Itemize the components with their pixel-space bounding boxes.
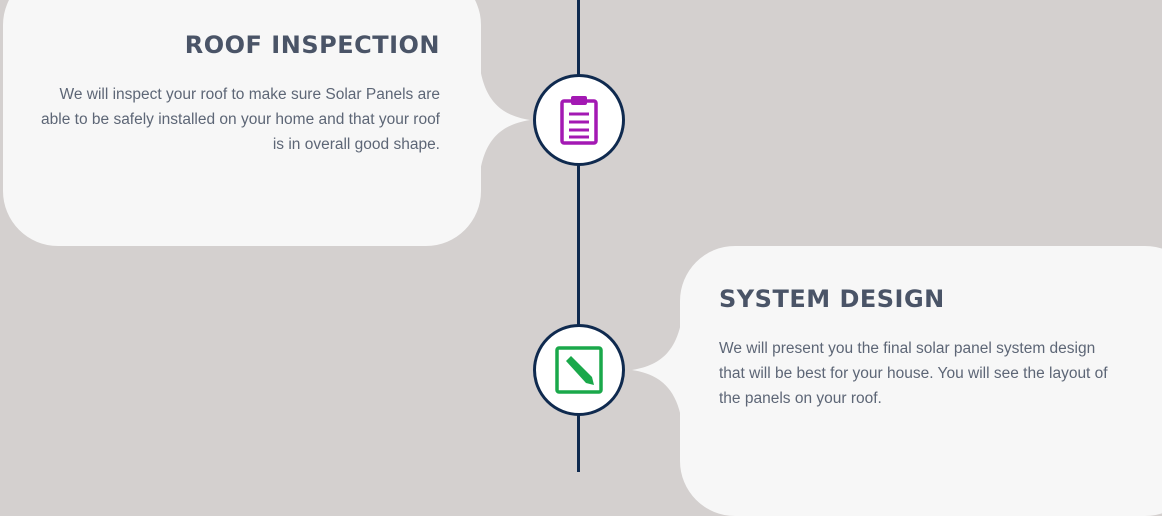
timeline-node-roof-inspection	[533, 74, 625, 166]
card-tails	[478, 40, 684, 450]
clipboard-icon	[560, 96, 598, 145]
step-title: SYSTEM DESIGN	[719, 285, 945, 313]
step-card-roof-inspection: ROOF INSPECTION We will inspect your roo…	[3, 0, 481, 246]
timeline-node-system-design	[533, 324, 625, 416]
step-title: ROOF INSPECTION	[184, 31, 440, 59]
pencil-square-icon	[555, 346, 603, 394]
step-description: We will present you the final solar pane…	[719, 340, 1108, 408]
step-card-system-design: SYSTEM DESIGN We will present you the fi…	[680, 246, 1162, 516]
timeline-line	[577, 0, 580, 472]
step-description: We will inspect your roof to make sure S…	[41, 86, 440, 154]
